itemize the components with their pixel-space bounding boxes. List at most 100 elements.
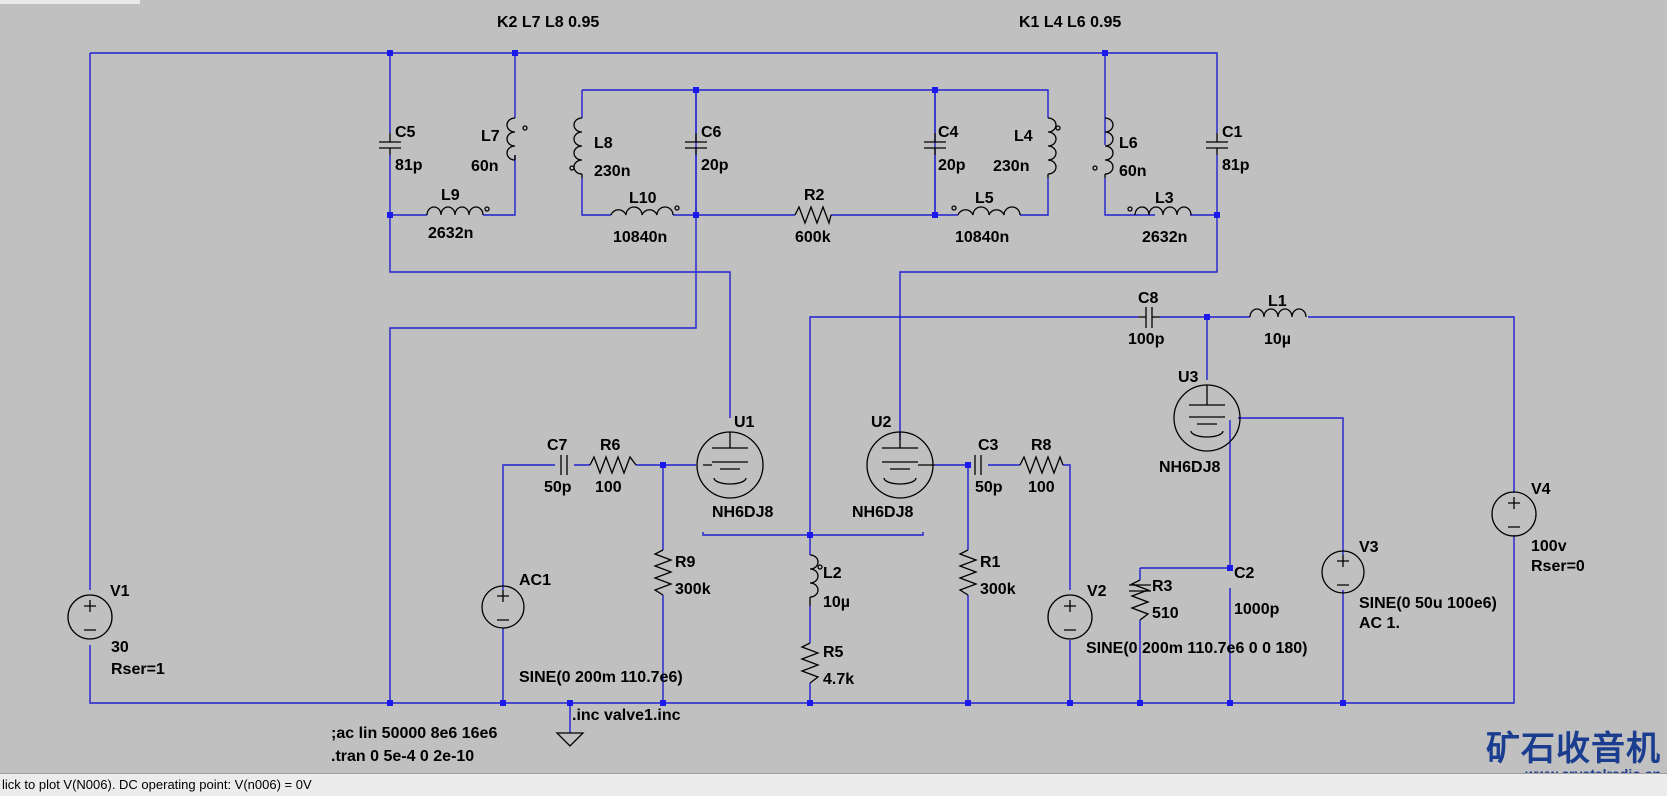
C8-name: C8 xyxy=(1138,290,1159,307)
inductor-L10-symbol[interactable] xyxy=(610,205,680,216)
C6-value: 20p xyxy=(701,157,729,174)
coupling-left-label: K2 L7 L8 0.95 xyxy=(497,14,599,31)
watermark-chinese: 矿石收音机 xyxy=(1486,729,1661,769)
inductor-L5-symbol[interactable] xyxy=(951,205,1021,216)
R9-name: R9 xyxy=(675,554,696,571)
capacitor-C3-symbol[interactable] xyxy=(974,455,982,475)
U2-name: U2 xyxy=(871,414,892,431)
R1-value: 300k xyxy=(980,581,1016,598)
C7-name: C7 xyxy=(547,437,568,454)
C4-name: C4 xyxy=(938,124,959,141)
directive-tran[interactable]: .tran 0 5e-4 0 2e-10 xyxy=(331,748,474,765)
V4-extra: Rser=0 xyxy=(1531,558,1585,575)
C5-name: C5 xyxy=(395,124,416,141)
V2-name: V2 xyxy=(1087,583,1107,600)
status-text: lick to plot V(N006). DC operating point… xyxy=(2,777,312,792)
U3-name: U3 xyxy=(1178,369,1199,386)
R2-name: R2 xyxy=(804,187,825,204)
L9-name: L9 xyxy=(441,187,460,204)
resistor-R8-symbol[interactable] xyxy=(1019,455,1064,475)
inductor-L8-symbol[interactable] xyxy=(569,117,583,178)
V1-extra: Rser=1 xyxy=(111,661,165,678)
resistor-R6-symbol[interactable] xyxy=(589,455,637,475)
U1-name: U1 xyxy=(734,414,755,431)
inductor-L3-symbol[interactable] xyxy=(1127,206,1192,216)
resistor-R9-symbol[interactable] xyxy=(653,549,673,596)
U2-value: NH6DJ8 xyxy=(852,504,913,521)
voltage-source-V2-symbol[interactable] xyxy=(1047,594,1093,640)
C2-value: 1000p xyxy=(1234,601,1280,618)
ground-icon xyxy=(555,732,585,747)
directive-ac[interactable]: ;ac lin 50000 8e6 16e6 xyxy=(331,725,497,742)
resistor-R3-symbol[interactable] xyxy=(1130,579,1150,621)
inductor-L2-symbol[interactable] xyxy=(809,554,823,606)
L2-name: L2 xyxy=(823,565,842,582)
voltage-source-V3-symbol[interactable] xyxy=(1321,550,1365,594)
R3-value: 510 xyxy=(1152,605,1179,622)
V3-value: SINE(0 50u 100e6) xyxy=(1359,595,1497,612)
coupling-right-label: K1 L4 L6 0.95 xyxy=(1019,14,1121,31)
tube-U1-symbol[interactable] xyxy=(696,431,764,499)
capacitor-C8-symbol[interactable] xyxy=(1138,307,1160,328)
V4-value: 100v xyxy=(1531,538,1567,555)
V4-name: V4 xyxy=(1531,481,1551,498)
C1-name: C1 xyxy=(1222,124,1243,141)
L9-value: 2632n xyxy=(428,225,473,242)
voltage-source-V4-symbol[interactable] xyxy=(1491,491,1537,537)
C3-name: C3 xyxy=(978,437,999,454)
capacitor-C6-symbol[interactable] xyxy=(685,133,707,155)
C5-value: 81p xyxy=(395,157,423,174)
tube-U2-symbol[interactable] xyxy=(866,431,935,499)
L10-name: L10 xyxy=(629,190,657,207)
L1-name: L1 xyxy=(1268,293,1287,310)
L1-value: 10µ xyxy=(1264,331,1291,348)
L6-name: L6 xyxy=(1119,135,1138,152)
inductor-L1-symbol[interactable] xyxy=(1249,308,1307,318)
L8-name: L8 xyxy=(594,135,613,152)
inductor-L9-symbol[interactable] xyxy=(426,206,490,216)
resistor-R2-symbol[interactable] xyxy=(794,205,832,226)
tube-U3-symbol[interactable] xyxy=(1173,384,1241,452)
L3-name: L3 xyxy=(1155,190,1174,207)
C8-value: 100p xyxy=(1128,331,1165,348)
R8-value: 100 xyxy=(1028,479,1055,496)
L2-value: 10µ xyxy=(823,594,850,611)
resistor-R1-symbol[interactable] xyxy=(958,549,978,596)
L7-value: 60n xyxy=(471,158,499,175)
R1-name: R1 xyxy=(980,554,1001,571)
inductor-L4-symbol[interactable] xyxy=(1047,117,1061,178)
C6-name: C6 xyxy=(701,124,722,141)
inductor-L6-symbol[interactable] xyxy=(1092,117,1114,178)
C4-value: 20p xyxy=(938,157,966,174)
R6-value: 100 xyxy=(595,479,622,496)
capacitor-C7-symbol[interactable] xyxy=(560,455,568,475)
V1-name: V1 xyxy=(110,583,130,600)
C3-value: 50p xyxy=(975,479,1003,496)
R5-name: R5 xyxy=(823,644,844,661)
L6-value: 60n xyxy=(1119,163,1147,180)
voltage-source-AC1-symbol[interactable] xyxy=(481,585,525,629)
R9-value: 300k xyxy=(675,581,711,598)
L7-name: L7 xyxy=(481,128,500,145)
schematic-canvas[interactable]: K2 L7 L8 0.95 K1 L4 L6 0.95 C5 81p L7 60… xyxy=(0,0,1667,773)
capacitor-C1-symbol[interactable] xyxy=(1206,133,1228,155)
status-bar: lick to plot V(N006). DC operating point… xyxy=(0,773,1667,796)
R6-name: R6 xyxy=(600,437,621,454)
L10-value: 10840n xyxy=(613,229,667,246)
directive-inc[interactable]: .inc valve1.inc xyxy=(572,707,681,724)
L3-value: 2632n xyxy=(1142,229,1187,246)
R8-name: R8 xyxy=(1031,437,1052,454)
capacitor-C4-symbol[interactable] xyxy=(924,133,946,155)
wires xyxy=(89,52,1515,733)
C1-value: 81p xyxy=(1222,157,1250,174)
inductor-L7-symbol[interactable] xyxy=(506,117,528,161)
L8-value: 230n xyxy=(594,163,630,180)
R5-value: 4.7k xyxy=(823,671,854,688)
resistor-R5-symbol[interactable] xyxy=(800,642,820,684)
L4-name: L4 xyxy=(1014,128,1033,145)
capacitor-C2-symbol[interactable] xyxy=(1129,584,1151,592)
capacitor-C5-symbol[interactable] xyxy=(379,133,401,155)
voltage-source-V1-symbol[interactable] xyxy=(67,594,113,640)
U3-value: NH6DJ8 xyxy=(1159,459,1220,476)
L4-value: 230n xyxy=(993,158,1029,175)
